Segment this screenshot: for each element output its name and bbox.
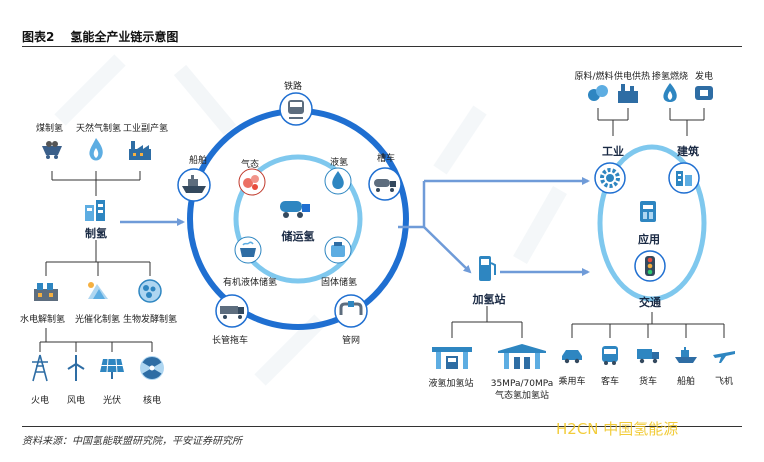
traffic-light-icon: [634, 250, 666, 286]
state-label-liquid: 液氢: [329, 158, 349, 168]
bus-icon: [599, 344, 621, 370]
solar-panel-icon: [98, 356, 126, 384]
pipeline-icon: [334, 294, 368, 332]
factory-icon: [127, 139, 153, 165]
storage-tanker-icon: [278, 195, 312, 223]
transport-label-pipeline: 管网: [341, 336, 361, 346]
watermark-logo: H2CN 中国氢能源: [556, 420, 679, 438]
state-label-solid: 固体储氢: [320, 278, 358, 288]
header-rule: [22, 46, 742, 47]
method-label-fermentation: 生物发酵制氢: [123, 315, 178, 325]
figure-number: 图表2: [22, 30, 55, 44]
tank-truck-icon: [368, 167, 402, 205]
vehicle-label-ship: 船舶: [676, 377, 696, 387]
power-heat-icon: [616, 82, 640, 108]
power-label-solar: 光伏: [102, 396, 122, 406]
blended-combustion-icon: [660, 82, 680, 108]
footer-rule: [22, 426, 742, 427]
tube-trailer-icon: [215, 294, 249, 332]
organic-liquid-icon: [234, 236, 262, 268]
station-label-gaseous: 气态氢加氢站: [494, 391, 550, 401]
figure-title: 氢能全产业链示意图: [70, 30, 179, 44]
power-label-thermal: 火电: [30, 396, 50, 406]
photocatalysis-icon: [85, 279, 111, 307]
vehicle-label-airplane: 飞机: [714, 377, 734, 387]
transport-label-tube-trailer: 长管拖车: [211, 336, 249, 346]
production-tree-lines: [39, 171, 153, 352]
figure-header: 图表2 氢能全产业链示意图: [22, 28, 178, 45]
vehicle-label-truck: 货车: [638, 377, 658, 387]
building-use-generation: 发电: [694, 72, 714, 82]
coal-cart-icon: [40, 140, 64, 164]
fermentation-icon: [137, 278, 163, 308]
station-tree-lines: [451, 306, 523, 338]
cargo-ship-icon: [673, 345, 699, 369]
station-label-liquid: 液氢加氢站: [428, 379, 474, 389]
airplane-icon: [711, 345, 737, 369]
gas-station-icon: [496, 341, 548, 375]
industry-use-feedstock: 原料/燃料: [574, 72, 614, 82]
distribution-arrows: [398, 177, 590, 276]
wind-turbine-icon: [64, 354, 88, 386]
building-use-combustion: 掺氢燃烧: [651, 72, 689, 82]
state-label-organic: 有机液体储氢: [222, 278, 278, 288]
source-label-coal: 煤制氢: [36, 124, 64, 134]
gaseous-hydrogen-icon: [238, 168, 266, 200]
passenger-car-icon: [559, 346, 585, 368]
transport-label-railway: 铁路: [283, 82, 303, 92]
transport-label: 交通: [639, 296, 661, 309]
railway-icon: [279, 92, 313, 130]
nuclear-icon: [139, 355, 165, 385]
industry-label: 工业: [602, 145, 624, 158]
state-label-gaseous: 气态: [240, 160, 260, 170]
application-ring: [597, 144, 707, 302]
solid-storage-icon: [324, 236, 352, 268]
power-label-nuclear: 核电: [142, 396, 162, 406]
hydrogen-pump-icon: [476, 253, 498, 287]
transport-label-tank-truck: 槽车: [376, 154, 396, 164]
gas-flame-icon: [86, 137, 106, 167]
application-device-icon: [637, 198, 659, 228]
electrolysis-icon: [32, 279, 60, 307]
power-tower-icon: [30, 354, 50, 386]
power-label-wind: 风电: [66, 396, 86, 406]
building-label: 建筑: [677, 145, 699, 158]
source-label-industrial: 工业副产氢: [123, 124, 169, 134]
source-note: 资料来源：中国氢能联盟研究院，平安证券研究所: [22, 436, 242, 447]
liquid-station-icon: [430, 341, 474, 375]
feedstock-icon: [587, 83, 609, 107]
production-hub-label: 制氢: [85, 227, 107, 240]
hydrogen-plant-icon: [82, 197, 110, 227]
liquid-hydrogen-icon: [324, 167, 352, 199]
method-label-photocatalysis: 光催化制氢: [75, 315, 121, 325]
vehicle-label-bus: 客车: [600, 377, 620, 387]
storage-center-label: 储运氢: [281, 230, 315, 243]
station-title: 加氢站: [472, 293, 506, 306]
building-icon: [668, 162, 700, 198]
truck-icon: [635, 345, 661, 369]
vehicle-label-car: 乘用车: [558, 377, 586, 387]
background-watermark-icon: [54, 54, 567, 386]
transport-label-ship: 船舶: [188, 156, 208, 166]
ship-icon: [177, 168, 211, 206]
application-tree-lines: [571, 108, 725, 338]
method-label-electrolysis: 水电解制氢: [20, 315, 66, 325]
industry-gear-icon: [594, 162, 626, 198]
application-center-label: 应用: [638, 233, 660, 246]
generator-icon: [693, 83, 715, 107]
station-label-pressure: 35MPa/70MPa: [490, 379, 554, 389]
industry-use-power-heat: 供电供热: [613, 72, 651, 82]
inner-state-ring: [233, 154, 363, 284]
source-label-gas: 天然气制氢: [76, 124, 122, 134]
